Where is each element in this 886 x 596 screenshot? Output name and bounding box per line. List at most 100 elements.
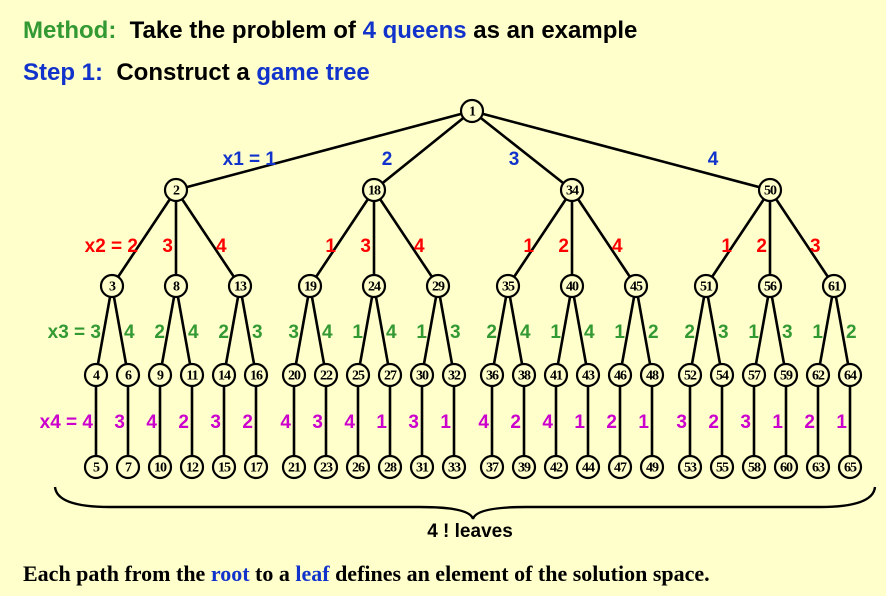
tree-node: 63 (805, 454, 831, 480)
edge-label-x4: x4 = 4 (40, 412, 94, 433)
method-highlight: 4 queens (362, 17, 467, 44)
tree-node: 1 (459, 98, 485, 124)
node-circle (741, 362, 767, 388)
node-number: 43 (582, 369, 595, 384)
node-number: 48 (646, 369, 659, 384)
edge-label-x1: 4 (708, 149, 719, 170)
node-circle (623, 273, 649, 299)
tree-node: 29 (425, 273, 451, 299)
tree-node: 42 (543, 454, 569, 480)
node-circle (377, 454, 403, 480)
node-number: 26 (352, 461, 365, 476)
edge-x3 (436, 285, 456, 376)
tree-node: 51 (693, 273, 719, 299)
edge-x2 (506, 189, 574, 287)
tree-node: 13 (227, 273, 253, 299)
tree-node: 24 (361, 273, 387, 299)
node-circle (441, 362, 467, 388)
node-number: 50 (764, 184, 777, 199)
tree-node: 53 (677, 454, 703, 480)
edge-x1 (175, 109, 473, 192)
node-circle (805, 454, 831, 480)
node-circle (757, 177, 783, 203)
edge-label-x3: 2 (684, 322, 695, 343)
edge-label-x3: 1 (352, 322, 363, 343)
step-label: Step 1: (23, 59, 104, 86)
edge-x1 (471, 109, 573, 192)
tree-node: 37 (479, 454, 505, 480)
step-text: Construct a (103, 59, 257, 86)
edge-x2 (768, 189, 836, 287)
node-number: 30 (416, 369, 429, 384)
tree-node: 25 (345, 362, 371, 388)
node-number: 15 (218, 461, 231, 476)
node-number: 57 (748, 369, 761, 384)
node-circle (677, 454, 703, 480)
tree-node: 36 (479, 362, 505, 388)
edge-x3 (688, 285, 708, 376)
edge-label-x3: 2 (648, 322, 659, 343)
tree-node: 20 (281, 362, 307, 388)
edge-label-x4: 2 (178, 412, 189, 433)
tree-node: 41 (543, 362, 569, 388)
edge-label-x4: 4 (478, 412, 489, 433)
tree-node: 21 (281, 454, 307, 480)
node-circle (211, 454, 237, 480)
edge-label-x4: 3 (676, 412, 687, 433)
node-circle (511, 362, 537, 388)
node-circle (479, 454, 505, 480)
tree-node: 58 (741, 454, 767, 480)
node-number: 2 (173, 184, 180, 199)
node-circle (227, 273, 253, 299)
tree-node: 10 (147, 454, 173, 480)
edge-x3 (570, 285, 590, 376)
tree-node: 39 (511, 454, 537, 480)
tree-node: 8 (163, 273, 189, 299)
node-circle (639, 362, 665, 388)
tree-node: 18 (361, 177, 387, 203)
node-circle (757, 273, 783, 299)
node-circle (147, 454, 173, 480)
node-number: 8 (173, 280, 180, 295)
tree-node: 17 (243, 454, 269, 480)
footer-leaf-word: leaf (295, 561, 330, 586)
edge-label-x4: 4 (542, 412, 553, 433)
node-number: 10 (154, 461, 167, 476)
edge-label-x4: 3 (312, 412, 323, 433)
tree-node: 47 (607, 454, 633, 480)
footer-caption: Each path from the root to a leaf define… (23, 561, 710, 587)
node-number: 55 (716, 461, 729, 476)
edge-label-x4: 2 (242, 412, 253, 433)
edge-label-x2: 2 (558, 236, 569, 257)
node-circle (607, 454, 633, 480)
node-circle (639, 454, 665, 480)
edge-label-x3: 4 (584, 322, 595, 343)
edge-label-x3: 3 (252, 322, 263, 343)
tree-node: 6 (115, 362, 141, 388)
node-circle (607, 362, 633, 388)
tree-node: 50 (757, 177, 783, 203)
node-number: 35 (502, 280, 515, 295)
node-number: 39 (518, 461, 531, 476)
edge-label-x2: 1 (721, 236, 732, 257)
edge-x2 (174, 189, 242, 287)
tree-node: 35 (495, 273, 521, 299)
node-circle (115, 362, 141, 388)
node-number: 58 (748, 461, 761, 476)
node-circle (677, 362, 703, 388)
node-number: 28 (384, 461, 397, 476)
tree-node: 2 (163, 177, 189, 203)
edge-label-x1: 2 (382, 149, 393, 170)
node-circle (741, 454, 767, 480)
tree-node: 56 (757, 273, 783, 299)
tree-node: 60 (773, 454, 799, 480)
node-number: 42 (550, 461, 563, 476)
node-number: 45 (630, 280, 643, 295)
node-circle (495, 273, 521, 299)
node-number: 61 (828, 280, 841, 295)
tree-node: 61 (821, 273, 847, 299)
tree-node: 33 (441, 454, 467, 480)
edge-x3 (490, 285, 510, 376)
footer-text-1: Each path from the (23, 561, 211, 586)
node-circle (559, 273, 585, 299)
